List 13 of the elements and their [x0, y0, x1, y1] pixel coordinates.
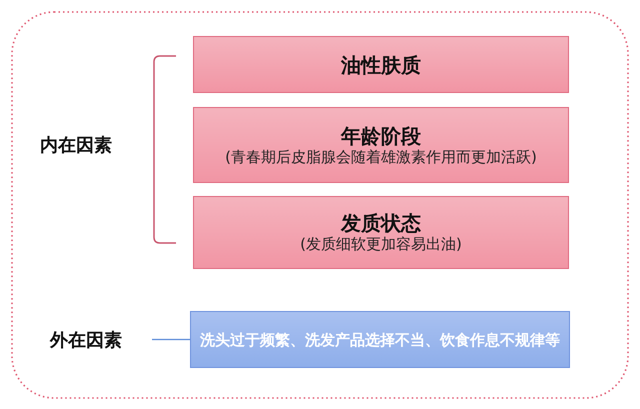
group-label: 内在因素	[40, 134, 112, 157]
process-box	[193, 36, 569, 93]
factor-label: 外在因素	[30, 322, 142, 358]
process-box	[193, 107, 569, 183]
box-note: (青春期后皮脂腺会随着雄激素作用而更加活跃)	[225, 148, 537, 166]
box-note: (发质细软更加容易出油)	[300, 235, 462, 254]
box-title: 年龄阶段	[341, 124, 421, 148]
process-box	[190, 311, 570, 368]
box-text: 洗头过于频繁、洗发产品选择不当、饮食作息不规律等	[199, 330, 561, 350]
box-title: 发质状态	[341, 211, 421, 235]
box-title: 油性肤质	[341, 52, 421, 76]
process-box	[193, 196, 569, 269]
connector-line	[152, 338, 190, 340]
